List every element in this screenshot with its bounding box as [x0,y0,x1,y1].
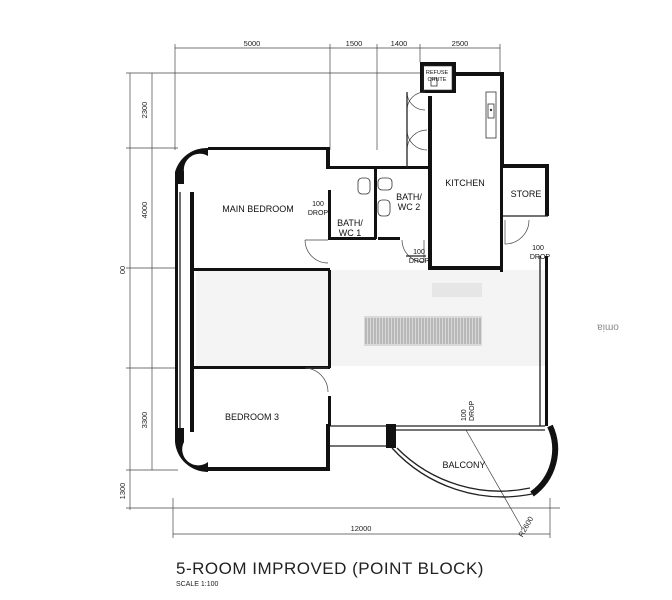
dim-bottom: 12000 [351,524,372,533]
kitchen-counter [432,283,482,297]
sofa-hatch [364,316,482,346]
room-labels: MAIN BEDROOM BEDROOM 3 KITCHEN STORE BAL… [222,70,541,470]
label-bedroom3: BEDROOM 3 [225,412,279,422]
dim-left-5: 1300 [118,483,127,500]
dim-left-1: 2300 [140,102,149,119]
door-swings [304,91,530,393]
label-store: STORE [511,189,542,199]
label-bath1-line1: BATH/ [337,218,363,228]
dim-top-1: 5000 [244,39,261,48]
toilet-2 [377,199,391,217]
label-bath2-line2: WC 2 [398,202,421,212]
dim-top-3: 1400 [391,39,408,48]
dim-left-4: 3300 [140,412,149,429]
drop-3-label: DROP [530,254,551,261]
dim-left-2: 4000 [140,202,149,219]
label-refuse: REFUSE [426,70,449,76]
side-text: ɐᴉɯo [597,322,619,333]
drop-2-value: 100 [413,249,425,256]
drop-4-label: DROP [469,400,476,421]
label-chute: CHUTE [428,77,447,83]
drop-1-label: DROP [308,210,329,217]
plan-title: 5-ROOM IMPROVED (POINT BLOCK) [176,559,484,578]
basin [377,177,393,191]
plan-scale: SCALE 1:100 [176,581,219,588]
label-bath2-line1: BATH/ [396,192,422,202]
fixtures [357,65,497,217]
dim-top-2: 1500 [346,39,363,48]
label-kitchen: KITCHEN [445,178,485,188]
drop-labels: 100 DROP 100 DROP 100 DROP 100 DROP [308,201,551,421]
drop-4-value: 100 [461,409,468,421]
drop-3-value: 100 [532,245,544,252]
dimension-lines [126,44,560,538]
label-bath1-line2: WC 1 [339,228,362,238]
balcony-structure [386,424,559,498]
toilet-1 [357,177,371,195]
dim-left-3: 00 [118,266,127,274]
drop-2-label: DROP [409,258,430,265]
label-main-bedroom: MAIN BEDROOM [222,204,294,214]
walls [175,62,549,473]
dim-radius: R2600 [516,515,535,539]
label-balcony: BALCONY [442,460,485,470]
drop-1-value: 100 [312,201,324,208]
dim-top-4: 2500 [452,39,469,48]
